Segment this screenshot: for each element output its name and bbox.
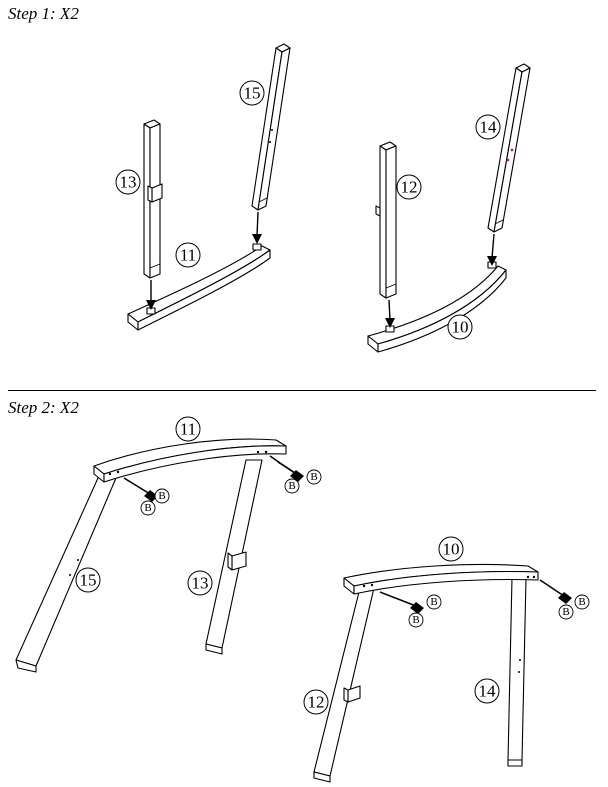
leg-15: [15, 477, 117, 673]
leg-13: [205, 459, 263, 655]
step-1-title: Step 1: X2: [8, 4, 79, 23]
callout-14-step2: 14: [474, 678, 500, 704]
curved-rail-10: [367, 261, 507, 353]
post-14: [487, 63, 531, 233]
bolt-right-a: [379, 591, 424, 614]
bolt-label-text: B: [430, 596, 437, 608]
curved-rail-11: [127, 243, 271, 331]
bolt-label-1: B: [154, 488, 170, 504]
post-12: [375, 141, 397, 299]
bolt-label-7: B: [574, 594, 590, 610]
arched-rail-10: [343, 563, 539, 595]
step-2-title: Step 2: X2: [8, 398, 79, 417]
bolt-label-text: B: [310, 471, 317, 483]
bolt-label-3: B: [306, 469, 322, 485]
bolt-left-a: [123, 477, 158, 502]
bolt-label-text: B: [562, 606, 569, 618]
callout-13: 13: [115, 169, 141, 195]
callout-10-label: 10: [443, 540, 460, 559]
bolt-label-5: B: [426, 594, 442, 610]
bolt-right-b: [539, 579, 572, 604]
step-divider: [8, 390, 596, 391]
bolt-label-text: B: [288, 480, 295, 492]
callout-13-step2: 13: [187, 570, 213, 596]
bolt-label-text: B: [412, 614, 419, 626]
callout-13-label: 13: [120, 173, 137, 192]
marker-dot: [510, 148, 514, 152]
bolt-label-4: B: [284, 478, 300, 494]
callout-15-label: 15: [244, 84, 261, 103]
bolt-label-text: B: [578, 596, 585, 608]
callout-12-label: 12: [401, 178, 418, 197]
callout-10: 10: [447, 314, 473, 340]
callout-15-step2: 15: [75, 567, 101, 593]
callout-11-label: 11: [180, 246, 196, 265]
callout-10-label: 10: [452, 318, 469, 337]
callout-14-label: 14: [480, 118, 498, 137]
callout-10-step2: 10: [438, 536, 464, 562]
callout-12-step2: 12: [303, 689, 329, 715]
arched-rail-11: [93, 438, 287, 483]
bolt-label-text: B: [144, 502, 151, 514]
step1-left-assembly: 13 15 11: [115, 43, 291, 331]
post-15: [251, 43, 291, 211]
callout-12-label: 12: [308, 693, 325, 712]
bolt-label-text: B: [158, 490, 165, 502]
callout-14-label: 14: [479, 682, 497, 701]
callout-13-label: 13: [192, 574, 209, 593]
bolt-label-8: B: [558, 604, 574, 620]
callout-12: 12: [396, 174, 422, 200]
bolt-label-2: B: [140, 500, 156, 516]
bolt-label-6: B: [408, 612, 424, 628]
step2-left-assembly: B B B B 11 15 13: [15, 416, 322, 673]
callout-11-step2: 11: [175, 416, 201, 442]
step1-right-assembly: 12 14 10: [367, 63, 531, 353]
leg-12: [313, 587, 375, 783]
callout-11: 11: [175, 242, 201, 268]
callout-14: 14: [475, 114, 501, 140]
bolt-left-b: [269, 455, 304, 482]
callout-15-label: 15: [80, 571, 97, 590]
callout-15: 15: [239, 80, 265, 106]
callout-11-label: 11: [180, 420, 196, 439]
marker-dot: [506, 158, 510, 162]
step2-right-assembly: B B B B 10 12 14: [303, 536, 590, 783]
post-13: [143, 119, 163, 279]
leg-14: [507, 577, 527, 767]
